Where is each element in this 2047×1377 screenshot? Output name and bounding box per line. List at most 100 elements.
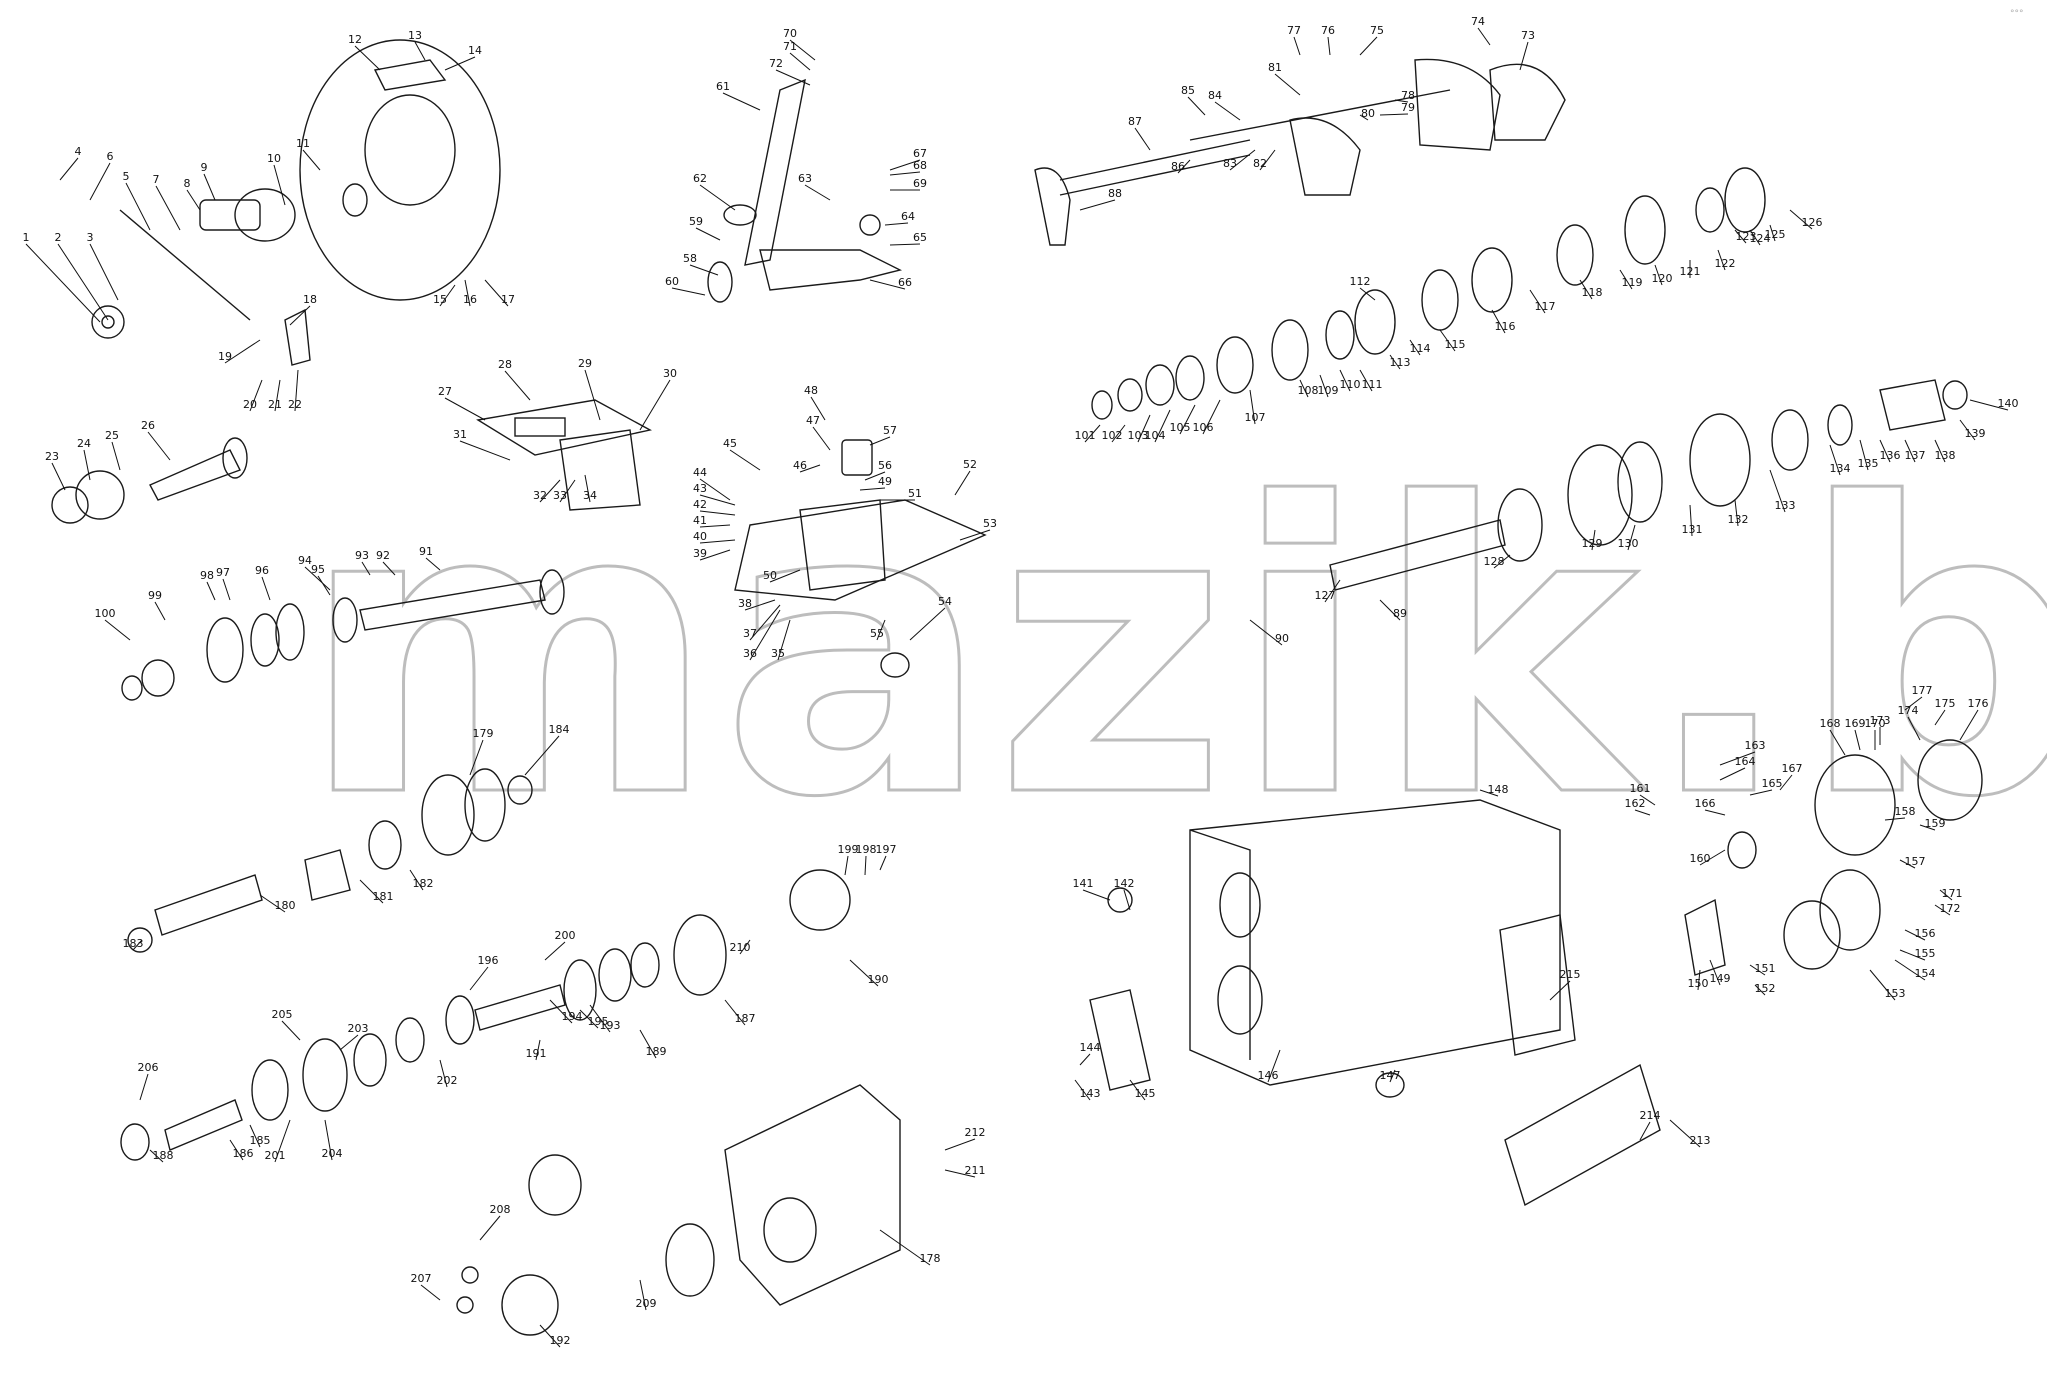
leader-line-143	[1074, 1079, 1091, 1101]
leader-line-199	[844, 855, 849, 876]
leader-line-138	[1934, 439, 1946, 463]
callout-85: 85	[1181, 84, 1195, 97]
callout-26: 26	[141, 419, 155, 432]
callout-87: 87	[1128, 115, 1142, 128]
callout-108: 108	[1298, 384, 1319, 397]
leader-line-25	[111, 441, 121, 471]
leader-line-27	[444, 397, 486, 421]
callout-155: 155	[1915, 947, 1936, 960]
leader-line-183	[132, 939, 143, 951]
callout-128: 128	[1484, 555, 1505, 568]
callout-93: 93	[355, 549, 369, 562]
callout-86: 86	[1171, 160, 1185, 173]
callout-115: 115	[1445, 338, 1466, 351]
leader-line-203	[339, 1034, 359, 1051]
shift-rails-part	[1034, 58, 1566, 246]
callout-123: 123	[1736, 230, 1757, 243]
leader-line-198	[864, 855, 867, 876]
callout-19: 19	[218, 350, 232, 363]
callout-182: 182	[413, 877, 434, 890]
leader-line-28	[504, 370, 531, 401]
leader-line-169	[1854, 729, 1861, 751]
leader-line-200	[544, 941, 566, 961]
leader-line-163	[1719, 751, 1756, 766]
callout-49: 49	[878, 475, 892, 488]
leader-line-189	[639, 1029, 657, 1059]
leader-line-68	[889, 171, 921, 176]
callout-161: 161	[1630, 782, 1651, 795]
callout-53: 53	[983, 517, 997, 530]
leader-line-105	[1179, 404, 1196, 435]
leader-line-86	[1177, 159, 1191, 174]
callout-84: 84	[1208, 89, 1222, 102]
leader-line-8	[186, 189, 201, 211]
leader-line-155	[1899, 949, 1926, 961]
mounting-plate-part	[1089, 887, 1661, 1207]
callout-169: 169	[1845, 717, 1866, 730]
leader-line-158	[1884, 817, 1906, 821]
leader-line-35	[777, 619, 791, 661]
leader-line-168	[1829, 729, 1846, 756]
callout-39: 39	[693, 547, 707, 560]
leader-line-193	[589, 1004, 611, 1033]
callout-22: 22	[288, 398, 302, 411]
leader-line-107	[1249, 389, 1256, 425]
callout-190: 190	[868, 973, 889, 986]
leader-line-128	[1493, 554, 1511, 569]
countershaft-part	[121, 569, 565, 701]
callout-106: 106	[1193, 421, 1214, 434]
leader-line-124	[1749, 229, 1761, 246]
callout-70: 70	[783, 27, 797, 40]
callout-192: 192	[550, 1334, 571, 1347]
leader-line-213	[1669, 1119, 1701, 1148]
leader-line-19	[224, 339, 261, 364]
leader-line-71	[789, 52, 811, 71]
callout-196: 196	[478, 954, 499, 967]
leader-line-47	[812, 426, 831, 451]
leader-line-61	[722, 92, 761, 111]
leader-line-55	[876, 619, 886, 641]
leader-line-77	[1293, 36, 1301, 56]
callout-118: 118	[1582, 286, 1603, 299]
leader-line-63	[804, 184, 831, 201]
release-fork-part	[91, 188, 311, 366]
callout-64: 64	[901, 210, 915, 223]
callout-7: 7	[153, 173, 160, 186]
callout-48: 48	[804, 384, 818, 397]
leader-line-42	[699, 510, 736, 516]
leader-line-114	[1409, 339, 1421, 356]
callout-33: 33	[553, 489, 567, 502]
callout-214: 214	[1640, 1109, 1661, 1122]
output-shaft-part	[1329, 379, 1968, 591]
callout-55: 55	[870, 627, 884, 640]
leader-line-211	[944, 1169, 976, 1178]
callout-95: 95	[311, 563, 325, 576]
leader-line-164	[1719, 767, 1746, 781]
callout-46: 46	[793, 459, 807, 472]
leader-line-3	[89, 243, 119, 301]
callout-194: 194	[562, 1010, 583, 1023]
callout-68: 68	[913, 159, 927, 172]
callout-160: 160	[1690, 852, 1711, 865]
callout-175: 175	[1935, 697, 1956, 710]
leader-line-64	[884, 222, 909, 226]
callout-171: 171	[1942, 887, 1963, 900]
leader-line-204	[324, 1119, 333, 1161]
leader-line-117	[1529, 289, 1546, 314]
callout-207: 207	[411, 1272, 432, 1285]
callout-58: 58	[683, 252, 697, 265]
callout-72: 72	[769, 57, 783, 70]
leader-line-215	[1549, 980, 1571, 1001]
leader-line-62	[699, 184, 736, 211]
callout-97: 97	[216, 566, 230, 579]
leader-line-190	[849, 959, 879, 987]
leader-line-49	[859, 487, 886, 491]
leader-line-174	[1907, 716, 1921, 741]
leader-line-11	[302, 149, 321, 171]
leader-line-192	[539, 1324, 561, 1348]
callout-202: 202	[437, 1074, 458, 1087]
callout-9: 9	[201, 161, 208, 174]
leader-line-81	[1274, 73, 1301, 96]
callout-179: 179	[473, 727, 494, 740]
